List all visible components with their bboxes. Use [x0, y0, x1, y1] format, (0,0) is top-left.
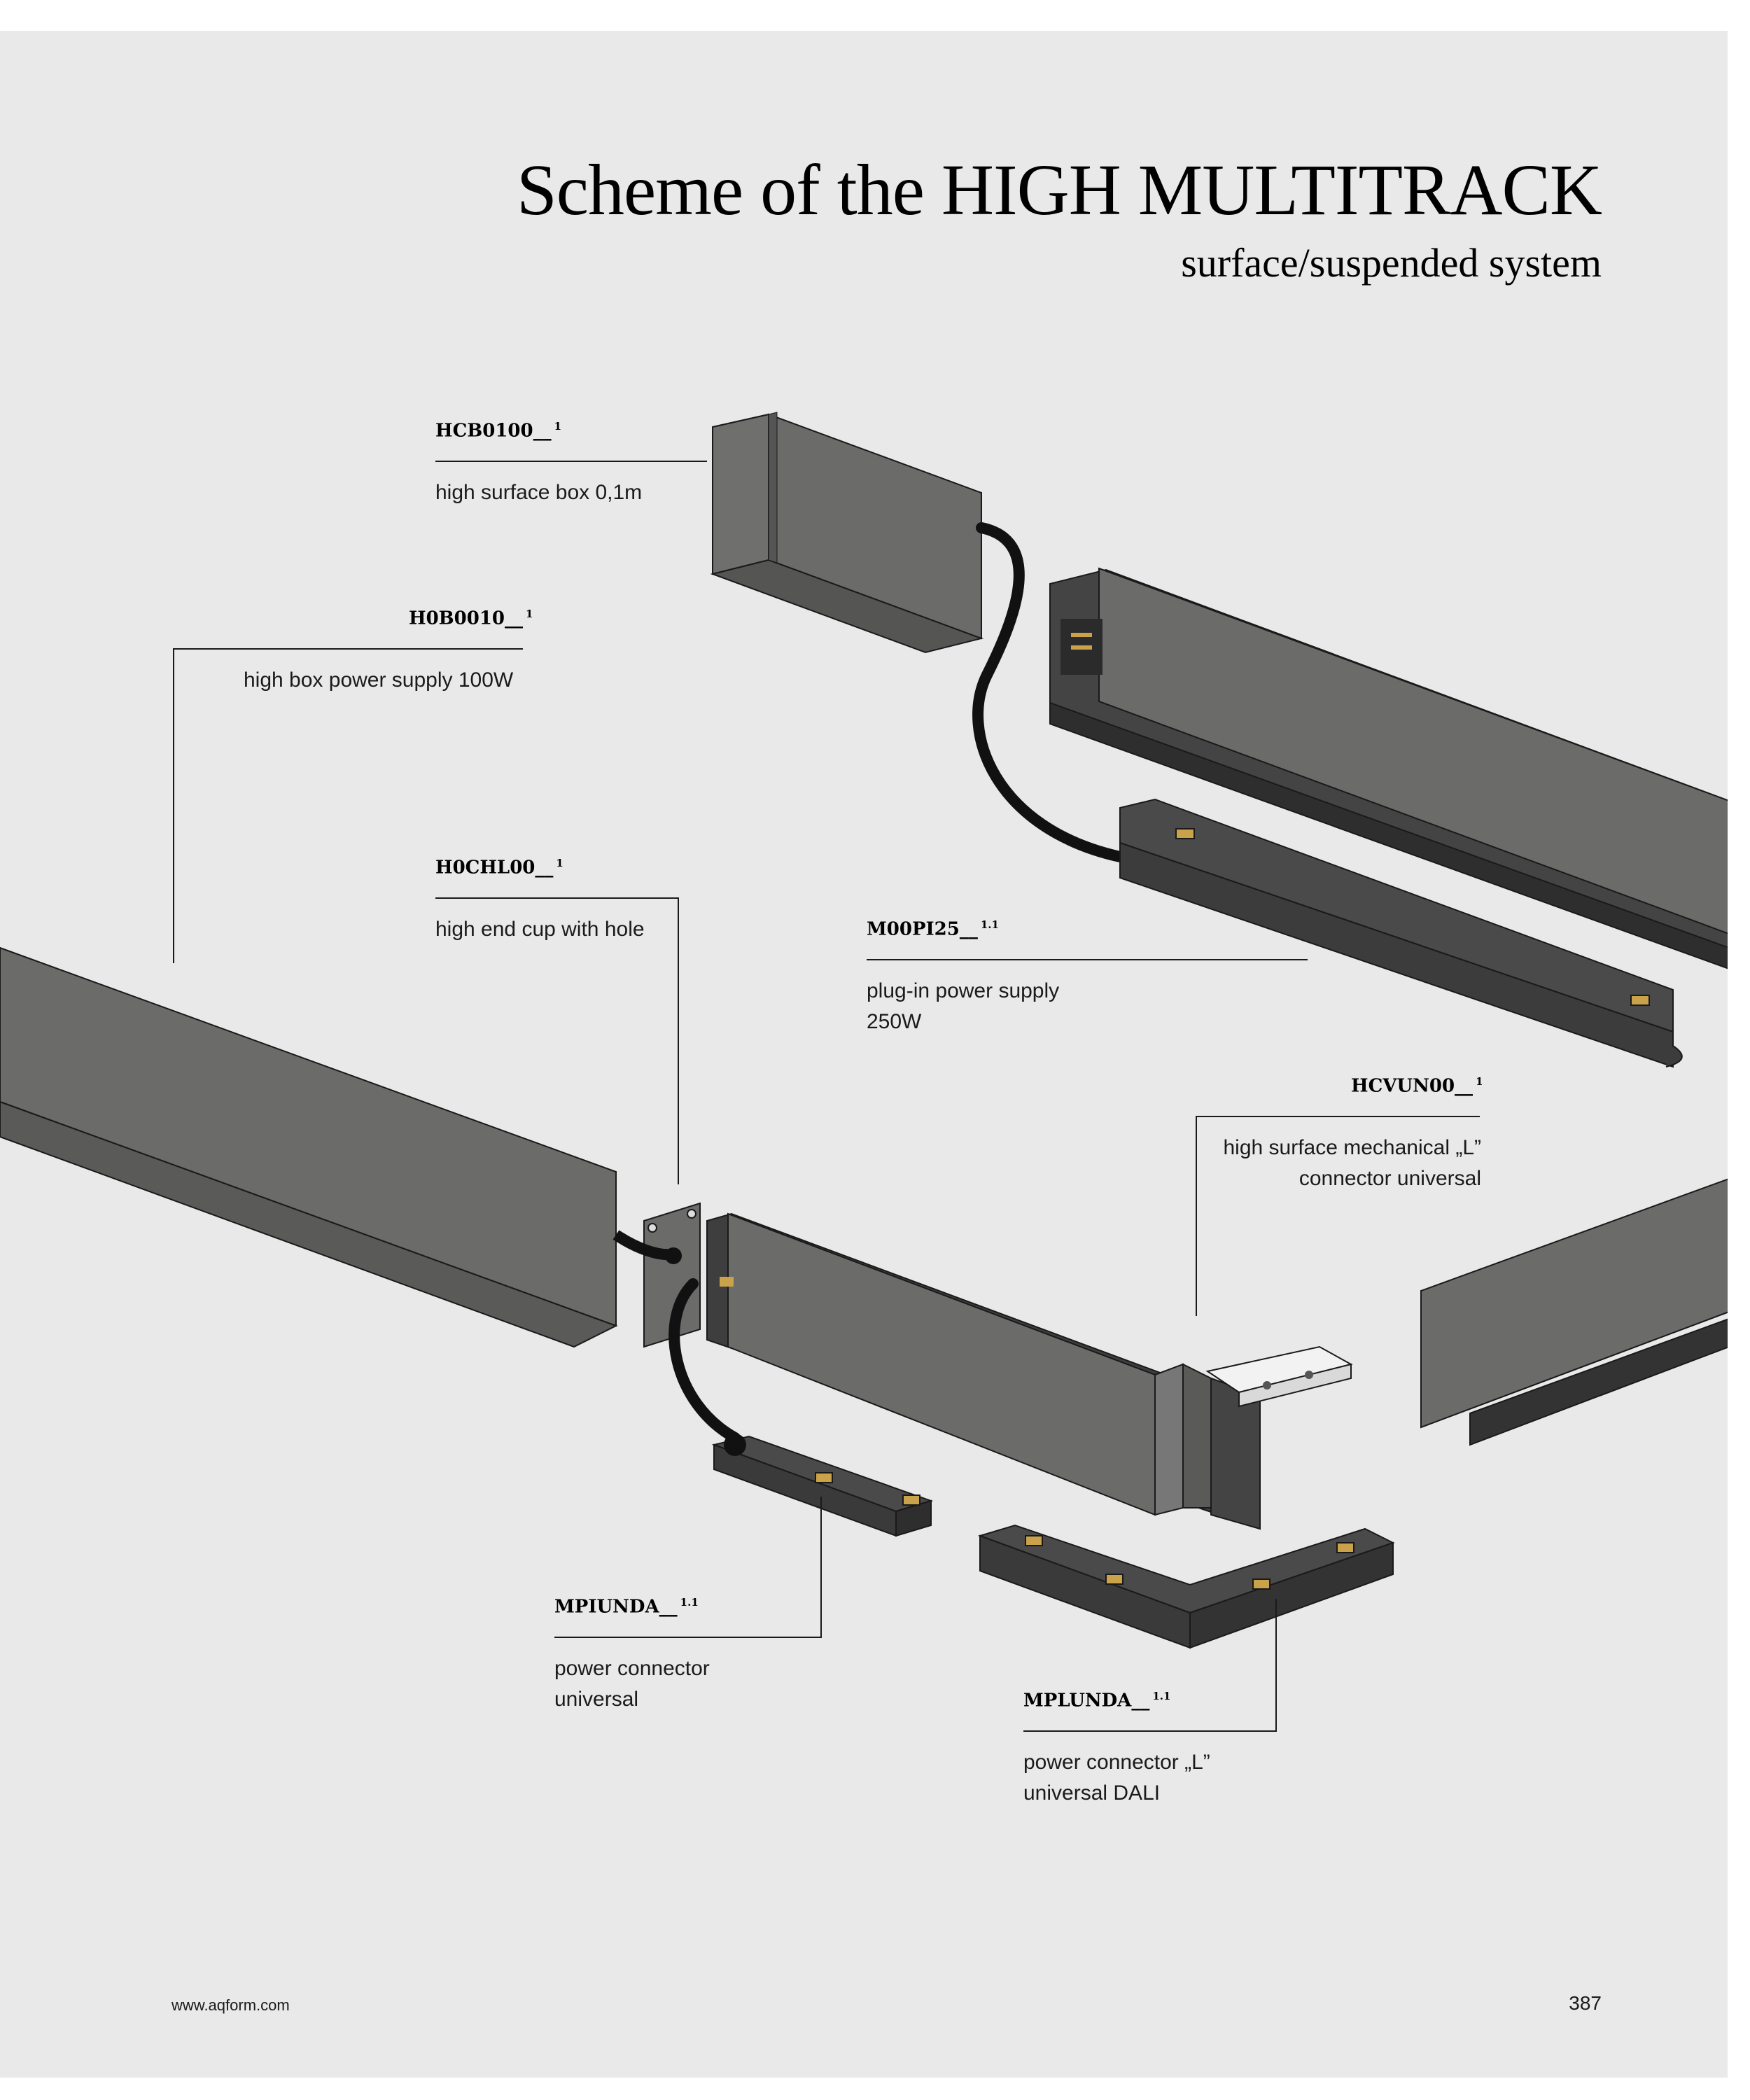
leader-line — [1023, 1730, 1277, 1732]
surface-box — [710, 412, 984, 654]
power-connector-universal — [711, 1434, 934, 1537]
track-profile-upper — [1049, 567, 1728, 969]
system-illustration — [0, 412, 1728, 1649]
page-subtitle: surface/suspended system — [1181, 240, 1602, 286]
label-hob-code: H0B0010__1 — [409, 608, 533, 629]
leader-line — [173, 648, 523, 650]
track-profile-right — [1420, 1178, 1728, 1446]
catalog-page: Scheme of the HIGH MULTITRACK surface/su… — [0, 31, 1728, 2078]
leader-line — [435, 897, 679, 899]
label-hcvun-desc-1: high surface mechanical „L” — [1223, 1136, 1481, 1159]
leader-line — [435, 461, 707, 462]
page-number: 387 — [1569, 1992, 1602, 2014]
label-mplunda-code: MPLUNDA__1.1 — [1023, 1690, 1171, 1712]
leader-line — [173, 648, 174, 963]
label-hcb-code: HCB0100__1 — [435, 420, 562, 442]
label-hochl-desc: high end cup with hole — [435, 918, 645, 941]
label-mplunda-desc-1: power connector „L” — [1023, 1751, 1210, 1774]
label-mpiunda-desc-1: power connector — [554, 1657, 710, 1680]
leader-line — [554, 1637, 822, 1638]
label-hcvun-code: HCVUN00__1 — [1351, 1075, 1483, 1097]
track-profile-center — [706, 1212, 1261, 1530]
leader-line — [1275, 1599, 1277, 1732]
leader-line — [1196, 1116, 1197, 1316]
power-connector-l — [977, 1524, 1395, 1649]
page-title: Scheme of the HIGH MULTITRACK — [516, 150, 1602, 230]
label-moopi-desc-2: 250W — [867, 1010, 922, 1033]
label-moopi-code: M00PI25__1.1 — [867, 918, 999, 940]
label-mpiunda-desc-2: universal — [554, 1688, 639, 1711]
label-mplunda-desc-2: universal DALI — [1023, 1782, 1161, 1805]
l-connector-plate — [1205, 1345, 1353, 1408]
track-profile-left — [0, 946, 618, 1348]
label-mpiunda-code: MPIUNDA__1.1 — [554, 1596, 699, 1618]
leader-line — [820, 1497, 822, 1638]
plug-in-power-supply — [1119, 798, 1683, 1068]
label-moopi-desc-1: plug-in power supply — [867, 979, 1060, 1002]
footer-url[interactable]: www.aqform.com — [172, 1996, 290, 2014]
leader-line — [867, 959, 1308, 960]
label-hcvun-desc-2: connector universal — [1298, 1167, 1481, 1190]
leader-line — [678, 897, 679, 1184]
leader-line — [1196, 1116, 1480, 1117]
power-cable — [972, 522, 1126, 862]
label-hob-desc: high box power supply 100W — [244, 668, 514, 692]
label-hcb-desc: high surface box 0,1m — [435, 481, 643, 504]
label-hochl-code: H0CHL00__1 — [435, 857, 564, 878]
